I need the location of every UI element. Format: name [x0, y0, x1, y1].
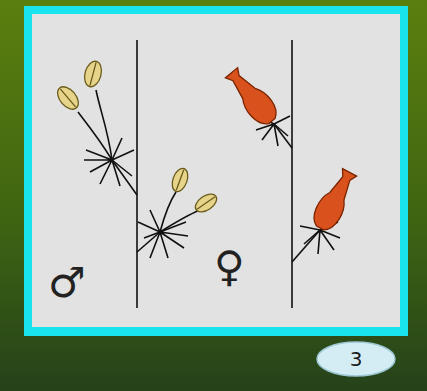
- female-flowers: [222, 64, 361, 234]
- male-stem: [78, 40, 200, 308]
- slide-number-oval: 3: [316, 341, 396, 377]
- male-flower-buds: [54, 59, 220, 215]
- sex-symbol: ♀: [214, 246, 245, 288]
- slide-number: 3: [316, 341, 396, 377]
- panel-ground: [32, 14, 400, 327]
- female-stem: [256, 40, 340, 308]
- panel-frame: [24, 6, 408, 336]
- sex-symbol: ♂: [48, 262, 86, 304]
